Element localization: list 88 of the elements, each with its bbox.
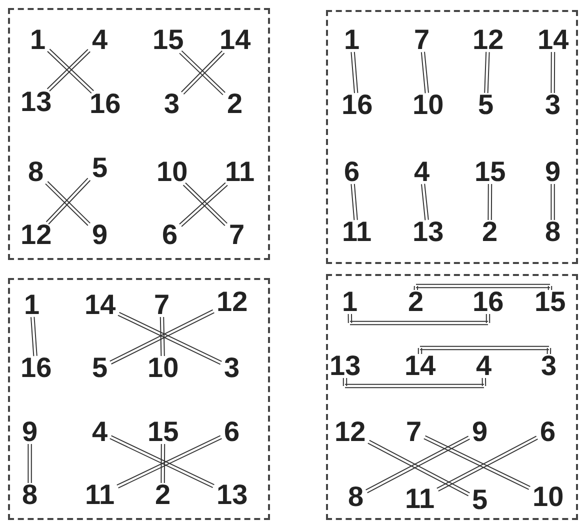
double-line xyxy=(350,183,358,221)
number: 12 xyxy=(20,224,53,246)
double-line xyxy=(488,184,492,220)
number: 10 xyxy=(146,357,180,379)
number: 1 xyxy=(23,294,41,316)
double-line xyxy=(118,312,222,365)
double-line xyxy=(418,346,552,354)
double-line xyxy=(342,378,486,388)
number: 15 xyxy=(474,161,507,183)
number: 2 xyxy=(154,484,172,506)
number: 11 xyxy=(341,221,373,243)
number: 10 xyxy=(156,161,189,183)
number: 1 xyxy=(343,29,361,51)
number: 12 xyxy=(216,291,249,313)
double-line xyxy=(436,436,538,492)
number: 15 xyxy=(152,29,185,51)
number: 15 xyxy=(534,291,567,313)
double-line xyxy=(423,435,531,490)
number: 6 xyxy=(539,421,557,443)
number: 13 xyxy=(216,484,249,506)
number: 14 xyxy=(536,29,570,51)
double-line xyxy=(28,444,32,484)
dashed-panel xyxy=(326,274,578,520)
number: 10 xyxy=(412,94,445,116)
dashed-panel xyxy=(8,278,270,520)
number: 13 xyxy=(20,91,53,113)
number: 11 xyxy=(84,484,116,506)
number: 5 xyxy=(91,357,109,379)
double-line xyxy=(420,51,429,94)
number: 13 xyxy=(412,221,445,243)
double-line xyxy=(414,284,552,290)
number: 11 xyxy=(404,488,436,510)
double-line xyxy=(348,314,490,326)
number: 8 xyxy=(27,161,45,183)
number: 14 xyxy=(84,294,117,316)
number: 14 xyxy=(404,355,437,377)
number: 16 xyxy=(340,94,374,116)
number: 16 xyxy=(20,357,53,379)
dashed-panel xyxy=(326,10,578,264)
number: 8 xyxy=(21,484,39,506)
number: 3 xyxy=(540,355,558,377)
number: 8 xyxy=(544,221,562,243)
number: 11 xyxy=(224,161,256,183)
number: 4 xyxy=(91,29,109,51)
number: 5 xyxy=(471,489,489,511)
number: 12 xyxy=(472,29,505,51)
number: 16 xyxy=(88,93,122,115)
number: 6 xyxy=(223,421,241,443)
number: 2 xyxy=(407,291,425,313)
double-line xyxy=(484,51,490,94)
double-line xyxy=(109,309,215,364)
number: 1 xyxy=(29,29,47,51)
number: 3 xyxy=(223,357,241,379)
number: 13 xyxy=(328,355,362,377)
number: 8 xyxy=(347,486,365,508)
double-line xyxy=(160,316,165,356)
number: 5 xyxy=(91,157,109,179)
number: 6 xyxy=(343,161,361,183)
dashed-panel xyxy=(8,8,270,260)
number: 4 xyxy=(475,355,493,377)
number: 12 xyxy=(334,421,367,443)
number: 7 xyxy=(228,224,246,246)
number: 6 xyxy=(161,224,179,246)
double-line xyxy=(550,184,555,220)
number: 2 xyxy=(226,93,244,115)
number: 7 xyxy=(405,421,423,443)
double-line xyxy=(30,316,38,357)
number: 4 xyxy=(413,161,431,183)
number: 9 xyxy=(21,421,39,443)
number: 7 xyxy=(413,29,431,51)
number: 5 xyxy=(477,94,495,116)
double-line xyxy=(160,444,166,484)
number: 16 xyxy=(472,291,505,313)
double-line xyxy=(421,183,429,221)
number: 9 xyxy=(544,161,562,183)
number: 9 xyxy=(471,421,489,443)
number: 10 xyxy=(532,486,565,508)
number: 3 xyxy=(163,93,181,115)
number: 3 xyxy=(544,94,562,116)
number: 7 xyxy=(153,294,171,316)
number: 14 xyxy=(218,29,252,51)
double-line xyxy=(550,52,556,94)
number: 1 xyxy=(341,291,359,313)
number: 9 xyxy=(91,224,109,246)
number: 4 xyxy=(91,421,109,443)
number: 2 xyxy=(481,221,499,243)
number: 15 xyxy=(146,421,180,443)
double-line xyxy=(350,51,358,94)
